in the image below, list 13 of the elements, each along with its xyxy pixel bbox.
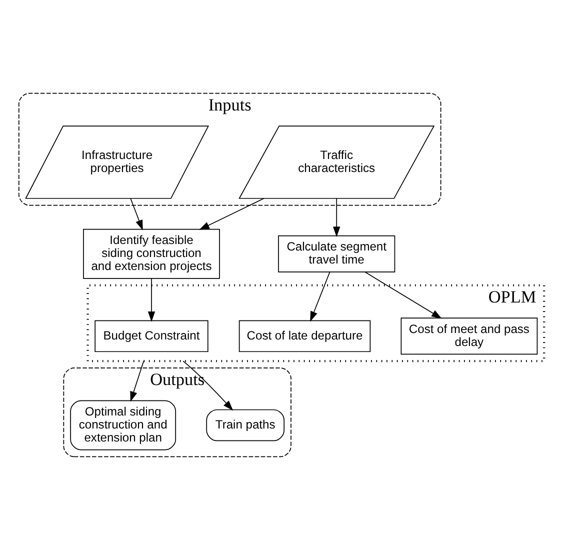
arrow [182, 360, 234, 411]
arrow [310, 272, 330, 322]
node-box: Cost of meet and pass delay [400, 318, 538, 355]
node-box: Budget Constraint [94, 320, 208, 352]
arrow [130, 198, 143, 230]
arrow [332, 198, 340, 237]
node-box: Calculate segment travel time [278, 235, 396, 272]
node-box: Optimal siding construction and extension plan [70, 400, 176, 450]
node-box: Cost of late departure [238, 320, 371, 352]
node-box: Identify feasible siding construction and extension projects [83, 228, 220, 279]
arrow [130, 360, 144, 402]
node-box: Train paths [206, 409, 285, 442]
arrow [148, 278, 156, 322]
